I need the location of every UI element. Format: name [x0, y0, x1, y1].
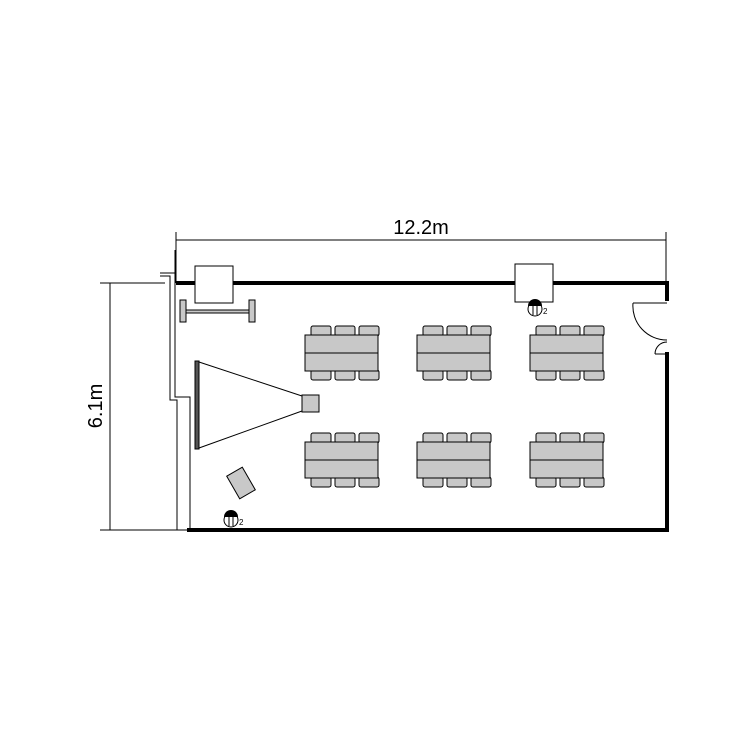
table	[529, 334, 604, 354]
table	[416, 334, 491, 354]
table-group	[529, 325, 605, 381]
table-group	[304, 432, 380, 488]
pillar-box-right	[514, 263, 554, 303]
podium	[226, 466, 256, 500]
width-dimension	[175, 232, 667, 283]
outlet-bottom-label: 2	[239, 518, 244, 527]
table	[529, 459, 604, 479]
table	[304, 441, 379, 461]
width-label: 12.2m	[393, 217, 449, 239]
table	[304, 352, 379, 372]
projector	[301, 394, 320, 413]
table	[529, 441, 604, 461]
projection-beam	[198, 361, 303, 449]
table	[416, 441, 491, 461]
table	[304, 334, 379, 354]
height-dimension	[100, 282, 187, 531]
whiteboard-stand	[179, 299, 256, 323]
outlet-bottom	[223, 510, 239, 528]
door	[632, 302, 668, 355]
walls	[160, 250, 669, 532]
table	[529, 352, 604, 372]
table-group	[529, 432, 605, 488]
table-group	[304, 325, 380, 381]
table-group	[416, 432, 492, 488]
outlet-top	[527, 299, 543, 317]
projection-screen	[194, 360, 200, 450]
outlet-top-label: 2	[543, 307, 548, 316]
table	[304, 459, 379, 479]
table-groups	[304, 325, 605, 488]
table-group	[416, 325, 492, 381]
table	[416, 352, 491, 372]
pillar-box-left	[194, 265, 234, 304]
table	[416, 459, 491, 479]
height-label: 6.1m	[85, 384, 107, 428]
